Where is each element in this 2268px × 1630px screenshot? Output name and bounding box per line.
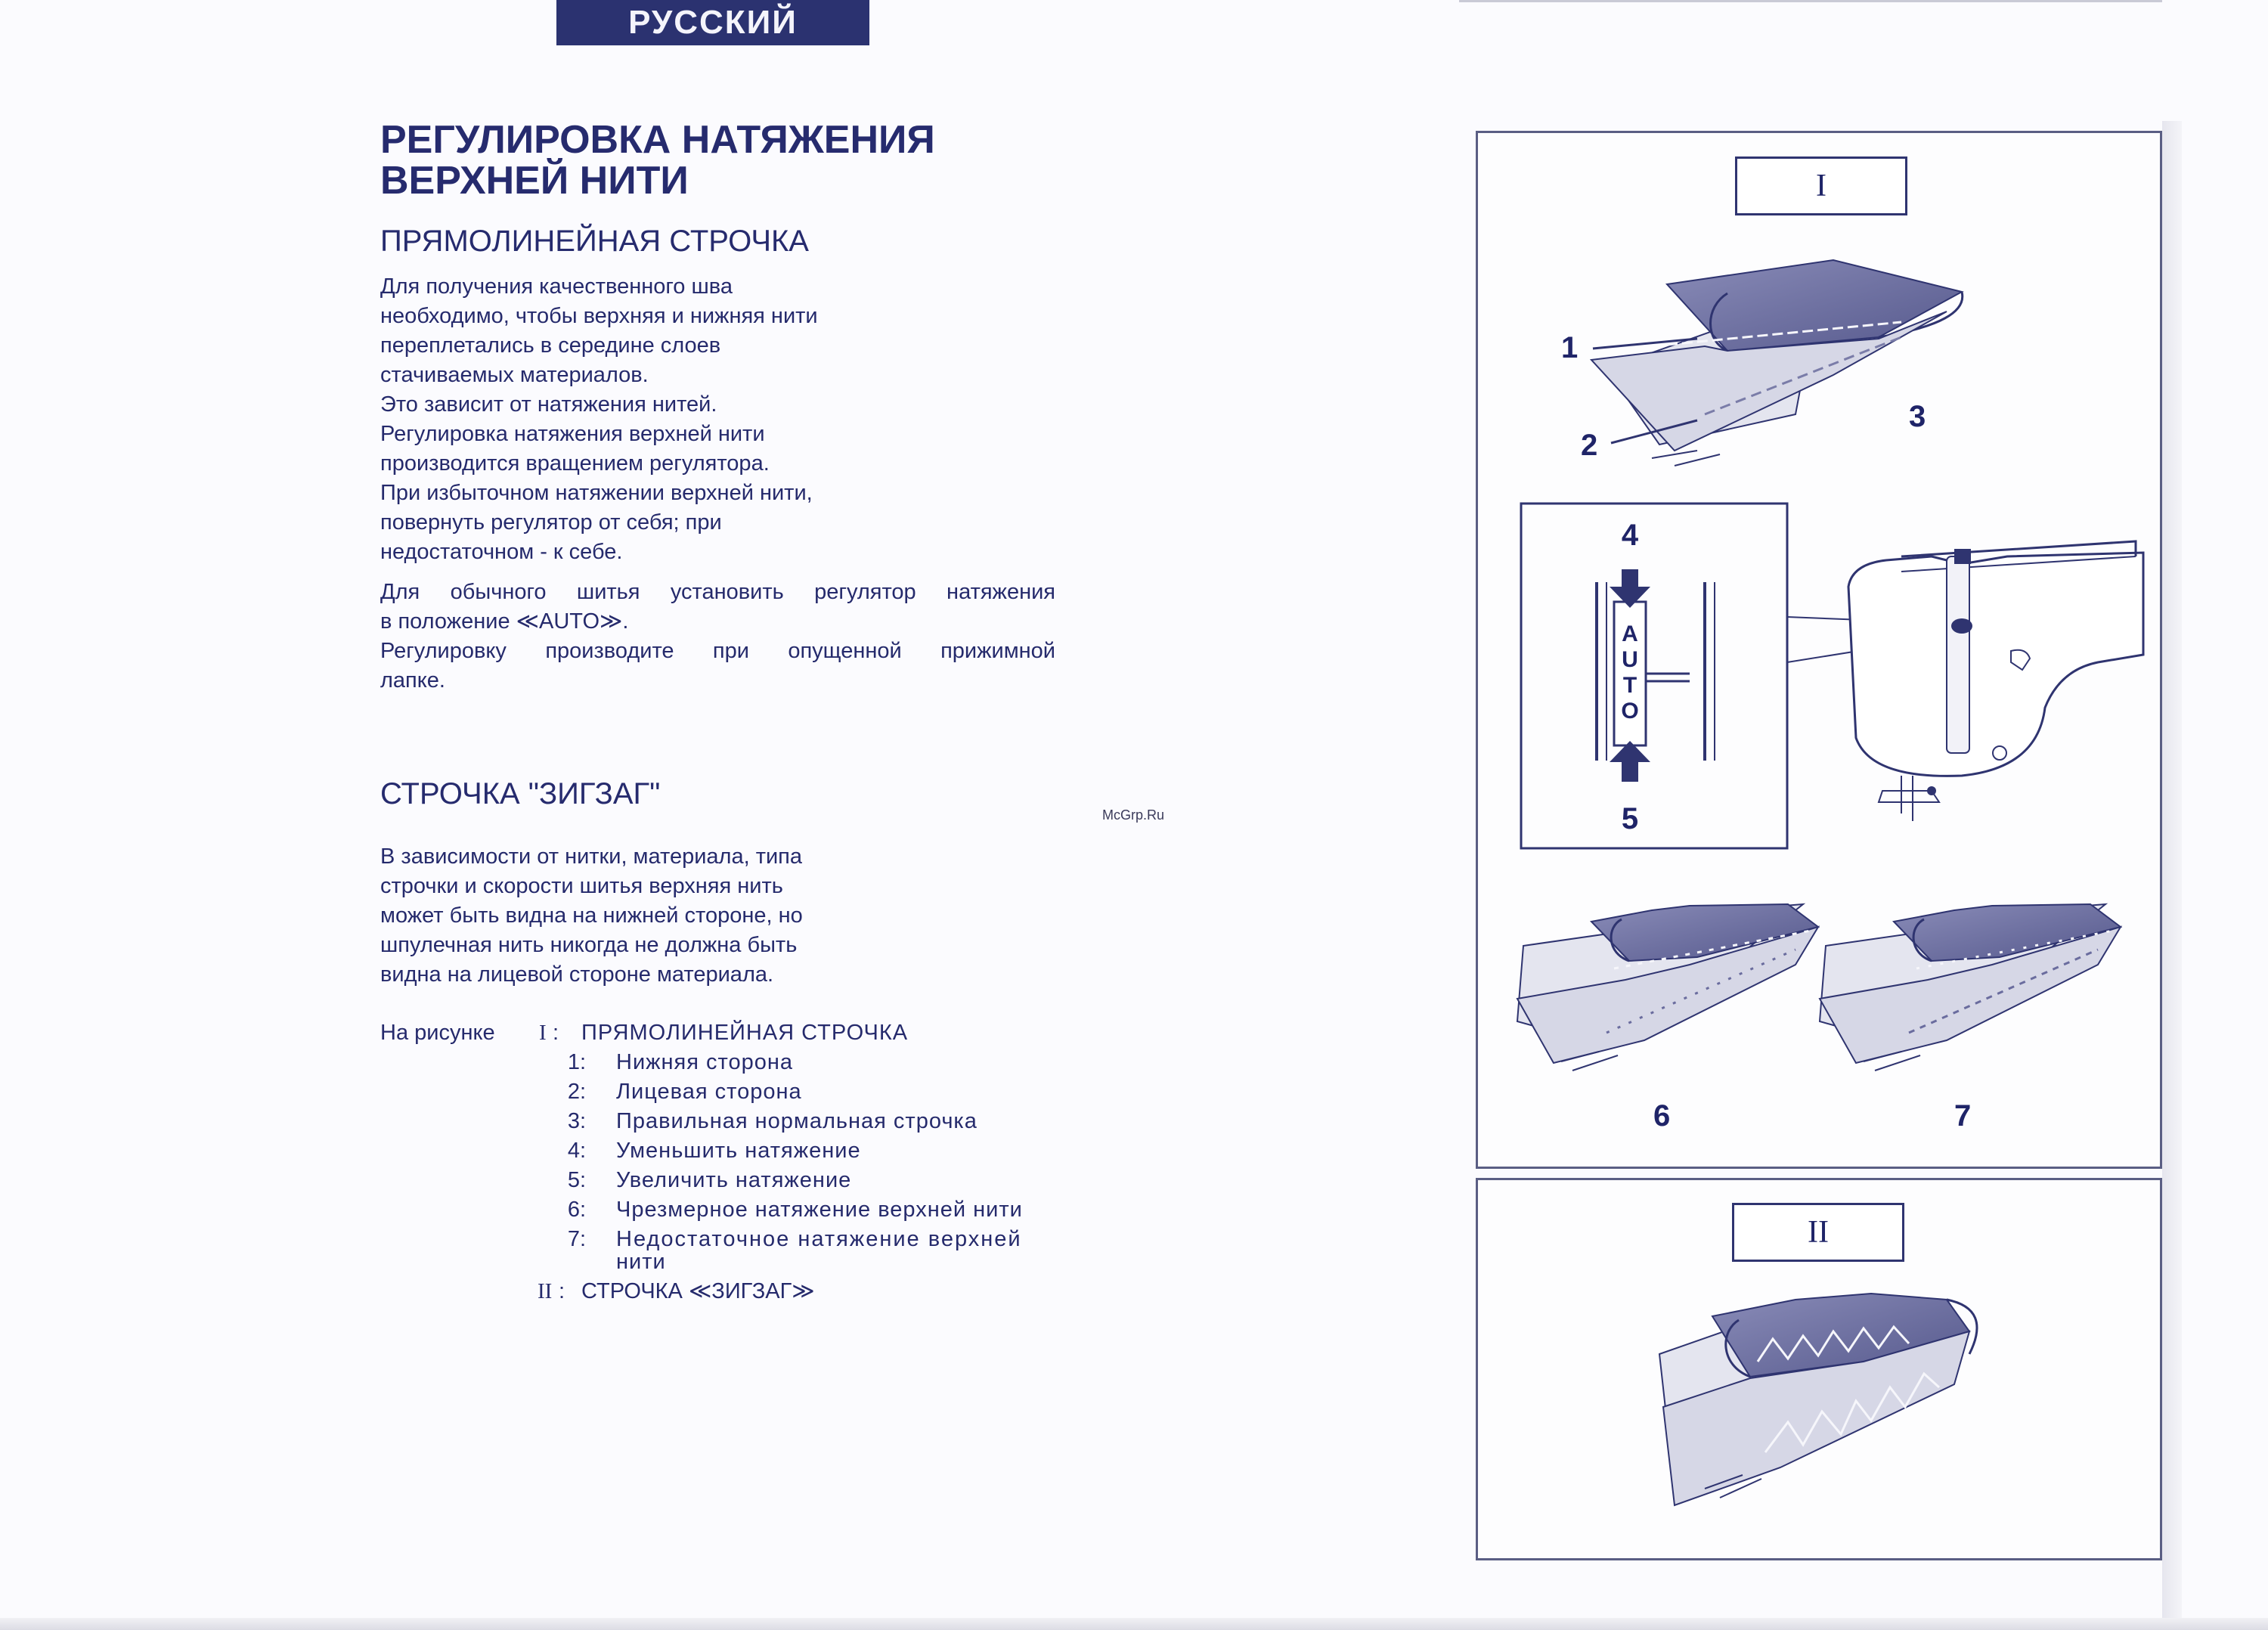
- paragraph-line: Регулировка натяжения верхней нити: [380, 422, 765, 446]
- paragraph-line: недостаточном - к себе.: [380, 540, 623, 564]
- decrease-arrow-icon: [1610, 569, 1650, 608]
- legend-colon: :: [559, 1279, 565, 1303]
- auto-setting-paragraph: Для обычного шитья установить регулятор …: [380, 578, 1055, 696]
- paragraph-line: В зависимости от нитки, материала, типа: [380, 844, 803, 869]
- watermark: McGrp.Ru: [1102, 807, 1165, 823]
- callout-7: 7: [1954, 1099, 1971, 1133]
- paragraph-line: Регулировку производите при опущенной пр…: [380, 639, 1055, 663]
- callout-4: 4: [1622, 519, 1639, 552]
- callout-line-2: [1610, 419, 1698, 445]
- dial-letter: O: [1621, 699, 1638, 724]
- paragraph-line: Это зависит от натяжения нитей.: [380, 392, 717, 417]
- legend-item-number: 5:: [567, 1168, 586, 1192]
- legend-colon: :: [553, 1021, 559, 1045]
- tension-dial-inset: A U T O 4 5: [1520, 502, 1789, 850]
- legend-item-text: Недостаточное натяжение верхней: [616, 1227, 1022, 1251]
- callout-5: 5: [1622, 802, 1638, 835]
- legend-item-text: Лицевая сторона: [616, 1080, 802, 1104]
- legend-item-number: 4:: [567, 1139, 586, 1163]
- legend-item-continuation: нити: [616, 1250, 666, 1274]
- figure-1-label: I: [1735, 156, 1907, 215]
- legend-figure1-title: ПРЯМОЛИНЕЙНАЯ СТРОЧКА: [581, 1021, 909, 1045]
- page-title-line-2: ВЕРХНЕЙ НИТИ: [380, 159, 689, 203]
- paragraph-line: может быть видна на нижней стороне, но: [380, 903, 803, 928]
- legend-figure2-numeral: II: [538, 1279, 553, 1303]
- figure-1-illustration: 1 2 3 A U T O 4 5: [1516, 259, 2145, 1133]
- zigzag-heading: СТРОЧКА "ЗИГЗАГ": [380, 777, 661, 810]
- callout-2: 2: [1581, 429, 1597, 462]
- callout-3: 3: [1909, 400, 1926, 433]
- paragraph-line: При избыточном натяжении верхней нити,: [380, 481, 813, 505]
- legend-item-text: Чрезмерное натяжение верхней нити: [616, 1198, 1023, 1222]
- paragraph-line: шпулечная нить никогда не должна быть: [380, 933, 798, 957]
- callout-1: 1: [1561, 331, 1578, 364]
- legend-item-number: 2:: [567, 1080, 586, 1104]
- fabric-sample-too-tight: [1516, 903, 1820, 1071]
- legend-item-number: 6:: [567, 1198, 586, 1222]
- page-title: РЕГУЛИРОВКА НАТЯЖЕНИЯ ВЕРХНЕЙ НИТИ: [380, 119, 935, 201]
- figure-2-panel: II: [1476, 1178, 2162, 1560]
- paragraph-line: лапке.: [380, 668, 445, 693]
- legend-item-text: Нижняя сторона: [616, 1050, 794, 1074]
- straight-stitch-paragraph: Для получения качественного шва необходи…: [380, 272, 818, 567]
- paragraph-line: Для обычного шитья установить регулятор …: [380, 580, 1055, 604]
- paragraph-line: Для получения качественного шва: [380, 274, 733, 299]
- page-title-line-1: РЕГУЛИРОВКА НАТЯЖЕНИЯ: [380, 118, 935, 162]
- figure-1-panel: I 1 2 3: [1476, 131, 2162, 1169]
- callout-line-1: [1592, 337, 1698, 350]
- paragraph-line: повернуть регулятор от себя; при: [380, 510, 722, 535]
- increase-arrow-icon: [1610, 741, 1650, 782]
- legend-intro: На рисунке: [380, 1021, 495, 1045]
- legend-figure2-title: СТРОЧКА ≪ЗИГЗАГ≫: [581, 1279, 815, 1303]
- dial-letter: U: [1622, 647, 1638, 672]
- figure-2-illustration: [1658, 1292, 1978, 1507]
- paragraph-line: видна на лицевой стороне материала.: [380, 962, 774, 987]
- zigzag-paragraph: В зависимости от нитки, материала, типа …: [380, 842, 803, 990]
- legend-item-text: Уменьшить натяжение: [616, 1139, 861, 1163]
- legend-item-number: 3:: [567, 1109, 586, 1133]
- legend-figure1-numeral: I: [539, 1021, 547, 1045]
- paragraph-line: необходимо, чтобы верхняя и нижняя нити: [380, 304, 818, 328]
- fabric-sample-too-loose: [1818, 903, 2123, 1071]
- language-tab: РУССКИЙ: [556, 0, 869, 45]
- dial-letter: A: [1622, 621, 1638, 646]
- figure-2-label: II: [1732, 1203, 1904, 1262]
- dial-letter: T: [1623, 673, 1637, 698]
- legend-item-text: Правильная нормальная строчка: [616, 1109, 978, 1133]
- legend-item-text: Увеличить натяжение: [616, 1168, 852, 1192]
- scan-bottom-shadow: [0, 1618, 2268, 1630]
- paragraph-line: переплетались в середине слоев: [380, 333, 721, 358]
- fabric-sample-zigzag: [1658, 1292, 1978, 1507]
- paragraph-line: в положение ≪AUTO≫.: [380, 609, 629, 634]
- paragraph-line: стачиваемых материалов.: [380, 363, 649, 387]
- scan-edge-shadow: [2162, 121, 2182, 1630]
- top-rule: [1459, 0, 2162, 2]
- callout-6: 6: [1653, 1099, 1670, 1133]
- paragraph-line: строчки и скорости шитья верхняя нить: [380, 874, 783, 898]
- legend-item-number: 7:: [567, 1227, 586, 1251]
- straight-stitch-heading: ПРЯМОЛИНЕЙНАЯ СТРОЧКА: [380, 225, 809, 258]
- fabric-sample-correct: [1589, 259, 1964, 466]
- sewing-machine-head: [1847, 540, 2145, 821]
- paragraph-line: производится вращением регулятора.: [380, 451, 770, 476]
- legend-item-number: 1:: [567, 1050, 586, 1074]
